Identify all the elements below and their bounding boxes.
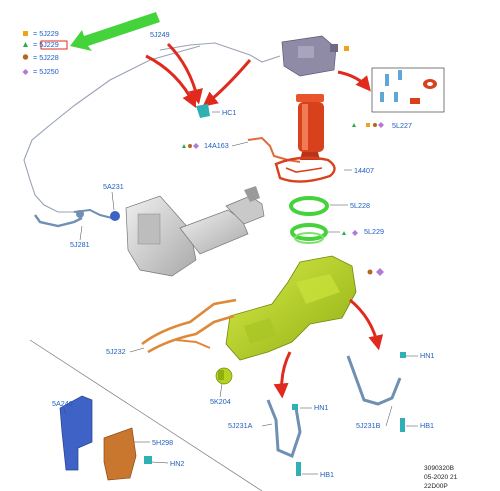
section-divider [29, 339, 263, 491]
fuel-tank [225, 255, 357, 361]
label-5k204: 5K204 [210, 397, 231, 406]
bracket-5h298 [103, 427, 137, 481]
bolt-hb1-a [296, 462, 301, 476]
callout-arrow-icon [337, 70, 371, 92]
bolt-hn1-a [292, 404, 298, 410]
legend-code-4: 5J250 [39, 67, 59, 76]
label-14407: 14407 [354, 166, 374, 175]
legend-highlight-box [40, 40, 68, 50]
vent-line [159, 42, 281, 63]
vapour-line [23, 45, 201, 213]
svg-text:= 5J228: = 5J228 [33, 53, 59, 62]
tank-circle-marker [367, 269, 373, 275]
label-5l228: 5L228 [350, 201, 370, 210]
reference-block: 3090320B 05-2020 21 22D00P [424, 465, 458, 490]
label-14a163: 14A163 [204, 141, 229, 150]
callout-arrow-icon [166, 42, 203, 105]
harness-14407 [274, 156, 336, 183]
markers-5l227 [352, 122, 384, 128]
label-5j249: 5J249 [150, 30, 170, 39]
callout-arrow-icon [145, 54, 197, 109]
valve-square-marker [344, 46, 349, 51]
legend-code-2: 5J229 [39, 40, 59, 49]
filler-pipe-5j232 [141, 298, 237, 354]
label-hn1-a: HN1 [314, 403, 328, 412]
markers-14a163 [182, 143, 199, 149]
seal-ring-5l229-inner [294, 232, 324, 244]
reference-line-3: 22D00P [424, 483, 448, 490]
label-hb1-a: HB1 [320, 470, 334, 479]
callout-arrow-icon [202, 59, 252, 107]
legend-code-1: 5J229 [39, 29, 59, 38]
legend: = 5J229 = 5J229 = 5J228 = 5J250 [22, 29, 68, 76]
label-5l227: 5L227 [392, 121, 412, 130]
label-5j232: 5J232 [106, 347, 126, 356]
bolt-hb1-b [400, 418, 405, 432]
markers-5l229 [342, 230, 358, 236]
legend-triangle-marker [23, 42, 28, 47]
tank-diamond-marker [376, 268, 384, 276]
tank-strap-5j231b [346, 355, 402, 406]
hose-clip [76, 210, 84, 218]
label-5j231a: 5J231A [228, 421, 253, 430]
filler-neck-5k204 [215, 367, 233, 385]
label-5j281: 5J281 [70, 240, 90, 249]
filler-hose-5j232 [175, 339, 211, 349]
fuel-pump-module [296, 94, 324, 160]
legend-circle-marker [22, 54, 29, 60]
label-5j231b: 5J231B [356, 421, 381, 430]
label-5a231: 5A231 [103, 182, 124, 191]
bolt-hn1-b [400, 352, 406, 358]
label-hc1: HC1 [222, 108, 236, 117]
label-5h298: 5H298 [152, 438, 173, 447]
pointer-arrow-icon [70, 12, 160, 51]
bolt-hn2 [144, 456, 152, 464]
seal-ring-5l228 [289, 196, 329, 216]
callout-arrow-icon [349, 298, 384, 351]
evap-valve-part [281, 35, 349, 77]
svg-text:= 5J229: = 5J229 [33, 29, 59, 38]
clip-hc1 [196, 104, 210, 118]
connector-5a231 [110, 211, 120, 221]
legend-code-3: 5J228 [39, 53, 59, 62]
label-hb1-b: HB1 [420, 421, 434, 430]
reference-line-1: 3090320B [424, 465, 455, 472]
svg-text:= 5J250: = 5J250 [33, 67, 59, 76]
bracket-5a246 [59, 395, 93, 471]
label-5a246: 5A246 [52, 399, 73, 408]
reference-line-2: 05-2020 21 [424, 474, 458, 481]
inset-box [371, 67, 445, 113]
legend-square-marker [23, 31, 28, 36]
catalytic-converter [125, 186, 265, 277]
callout-labels: 5J249 HC1 14A163 5L227 14407 5L228 5L229… [52, 30, 434, 479]
label-5l229: 5L229 [364, 227, 384, 236]
label-hn1-b: HN1 [420, 351, 434, 360]
svg-text:= 5J229: = 5J229 [33, 40, 59, 49]
leader-lines [63, 111, 418, 475]
legend-diamond-marker [22, 69, 29, 75]
hose-5j281 [34, 214, 83, 228]
label-hn2: HN2 [170, 459, 184, 468]
tank-strap-5j231a [266, 399, 302, 459]
seal-ring-5l229 [290, 223, 328, 241]
callout-arrow-icon [273, 351, 292, 399]
